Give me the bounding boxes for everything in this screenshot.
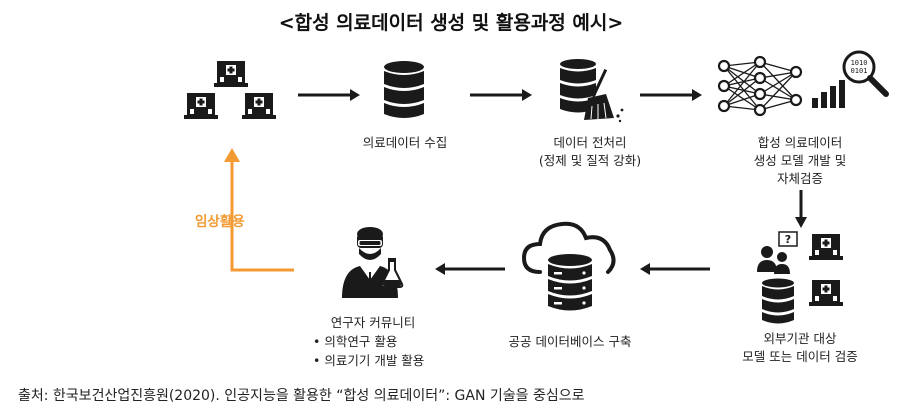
- bar-chart-icon: [812, 80, 845, 108]
- hospital-icon: [809, 234, 843, 260]
- external-line-1: 외부기관 대상: [763, 331, 837, 346]
- person-question-icon: ?: [757, 231, 798, 274]
- arrow-right-icon: [470, 89, 532, 101]
- arrow-right-icon: [298, 89, 360, 101]
- hospital-icon: [184, 93, 218, 119]
- model-label: 합성 의료데이터 생성 모델 개발 및 자체검증: [715, 134, 885, 188]
- model-line-1: 합성 의료데이터: [757, 135, 843, 150]
- database-broom-icon: [560, 59, 624, 123]
- diagram-title: <합성 의료데이터 생성 및 활용과정 예시>: [278, 12, 624, 34]
- source-caption: 출처: 한국보건산업진흥원(2020). 인공지능을 활용한 “합성 의료데이터…: [18, 388, 585, 404]
- collect-label: 의료데이터 수집: [362, 135, 448, 150]
- arrow-left-icon: [640, 263, 710, 275]
- arrow-down-icon: [795, 190, 807, 228]
- clinical-use-label: 임상활용: [195, 214, 245, 230]
- external-label: 외부기관 대상 모델 또는 데이터 검증: [715, 330, 885, 366]
- hospital-icon: [809, 280, 843, 306]
- hospitals-group-icon: [184, 61, 276, 119]
- preprocess-label: 데이터 전처리 (정제 및 질적 강화): [525, 134, 655, 170]
- flask-icon: [380, 258, 404, 288]
- svg-text:?: ?: [785, 233, 791, 246]
- model-line-3: 자체검증: [776, 171, 823, 186]
- arrow-right-icon: [640, 89, 702, 101]
- community-title: 연구자 커뮤니티: [330, 315, 416, 330]
- hospital-icon: [242, 93, 276, 119]
- database-icon: [384, 61, 424, 118]
- external-line-2: 모델 또는 데이터 검증: [742, 349, 858, 364]
- preprocess-line-1: 데이터 전처리: [553, 135, 627, 150]
- magnifier-binary-icon: 1010 0101: [842, 50, 889, 97]
- arrow-left-icon: [435, 263, 505, 275]
- model-line-2: 생성 모델 개발 및: [753, 153, 847, 168]
- list-item: • 의료기기 개발 활용: [313, 353, 425, 368]
- svg-text:0101: 0101: [851, 67, 868, 75]
- list-item: • 의학연구 활용: [313, 334, 398, 349]
- neural-network-icon: [717, 55, 803, 117]
- public-db-label: 공공 데이터베이스 구축: [508, 334, 632, 349]
- community-list: • 의학연구 활용 • 의료기기 개발 활용: [313, 332, 424, 370]
- preprocess-line-2: (정제 및 질적 강화): [538, 153, 642, 168]
- researcher-icon: [342, 227, 398, 298]
- database-icon: [762, 278, 794, 324]
- arrow-up-icon: [224, 148, 294, 272]
- hospital-icon: [214, 61, 248, 87]
- svg-text:1010: 1010: [851, 59, 868, 67]
- cloud-database-icon: [521, 221, 616, 311]
